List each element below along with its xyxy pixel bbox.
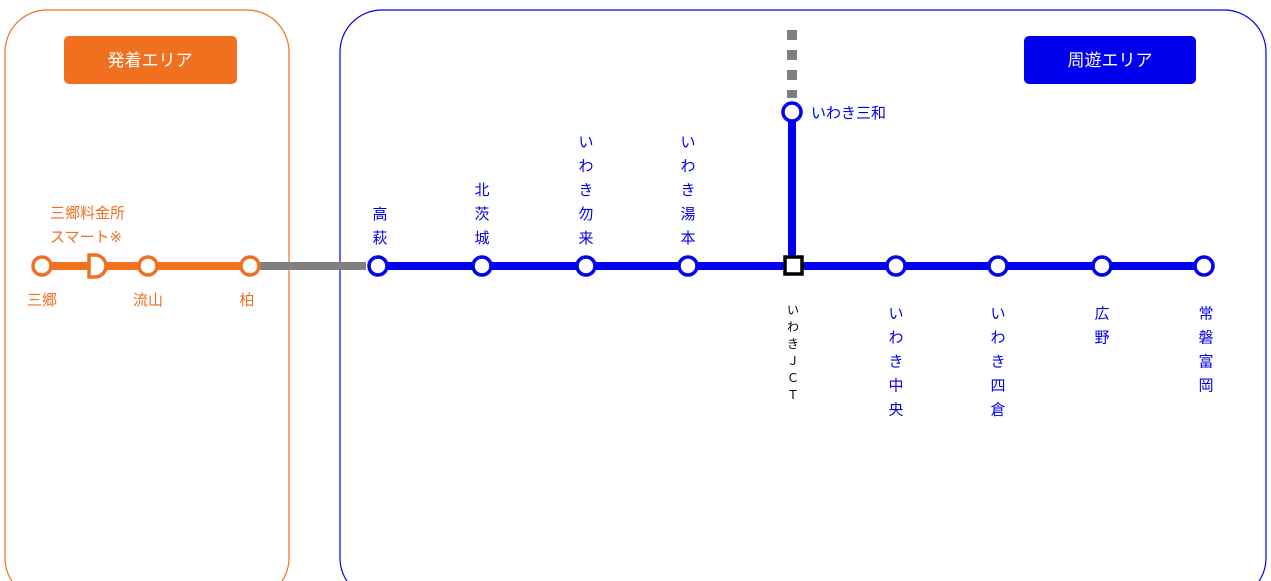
tour-area-badge: 周遊エリア: [1024, 36, 1196, 84]
station-label-misato: 三郷: [27, 291, 57, 309]
station-marker-kashiwa: [239, 255, 261, 277]
station-marker-iwaki-yumoto: [677, 255, 699, 277]
station-label-takahagi: 高萩: [372, 205, 387, 247]
station-marker-takahagi: [367, 255, 389, 277]
station-label-kashiwa: 柏: [239, 291, 254, 309]
station-label-kitaibaraki: 北茨城: [474, 181, 489, 247]
origin-area-frame: [4, 9, 290, 581]
station-label-iwaki-miwa: いわき三和: [811, 104, 886, 122]
station-label-joban-tomioka: 常磐富岡: [1198, 304, 1213, 394]
station-marker-kitaibaraki: [471, 255, 493, 277]
station-label-iwaki-yotsukura: いわき四倉: [990, 304, 1005, 418]
station-marker-iwaki-miwa: [781, 101, 803, 123]
station-marker-iwaki-chuo: [885, 255, 907, 277]
tour-area-badge-label: 周遊エリア: [1068, 51, 1153, 71]
junction-label: いわきＪＣＴ: [787, 303, 799, 402]
station-marker-iwaki-yotsukura: [987, 255, 1009, 277]
station-marker-iwaki-nakoso: [575, 255, 597, 277]
station-label-hirono: 広野: [1094, 304, 1109, 346]
toll-booth-label-line1: 三郷料金所: [50, 204, 125, 222]
station-marker-hirono: [1091, 255, 1113, 277]
station-label-iwaki-chuo: いわき中央: [888, 304, 903, 418]
origin-area-badge: 発着エリア: [64, 36, 237, 84]
toll-booth-icon: [87, 253, 108, 279]
station-label-iwaki-yumoto: いわき湯本: [680, 133, 695, 247]
station-marker-nagareyama: [137, 255, 159, 277]
station-marker-joban-tomioka: [1193, 255, 1215, 277]
station-label-nagareyama: 流山: [133, 291, 163, 309]
station-label-iwaki-nakoso: いわき勿来: [578, 133, 593, 247]
junction-marker: [783, 255, 804, 276]
branch-continuation-dashes: [787, 30, 797, 98]
tour-area-frame: [339, 9, 1267, 581]
station-marker-misato: [31, 255, 53, 277]
toll-booth-label-line2: スマート※: [50, 228, 122, 246]
origin-area-badge-label: 発着エリア: [108, 51, 193, 71]
